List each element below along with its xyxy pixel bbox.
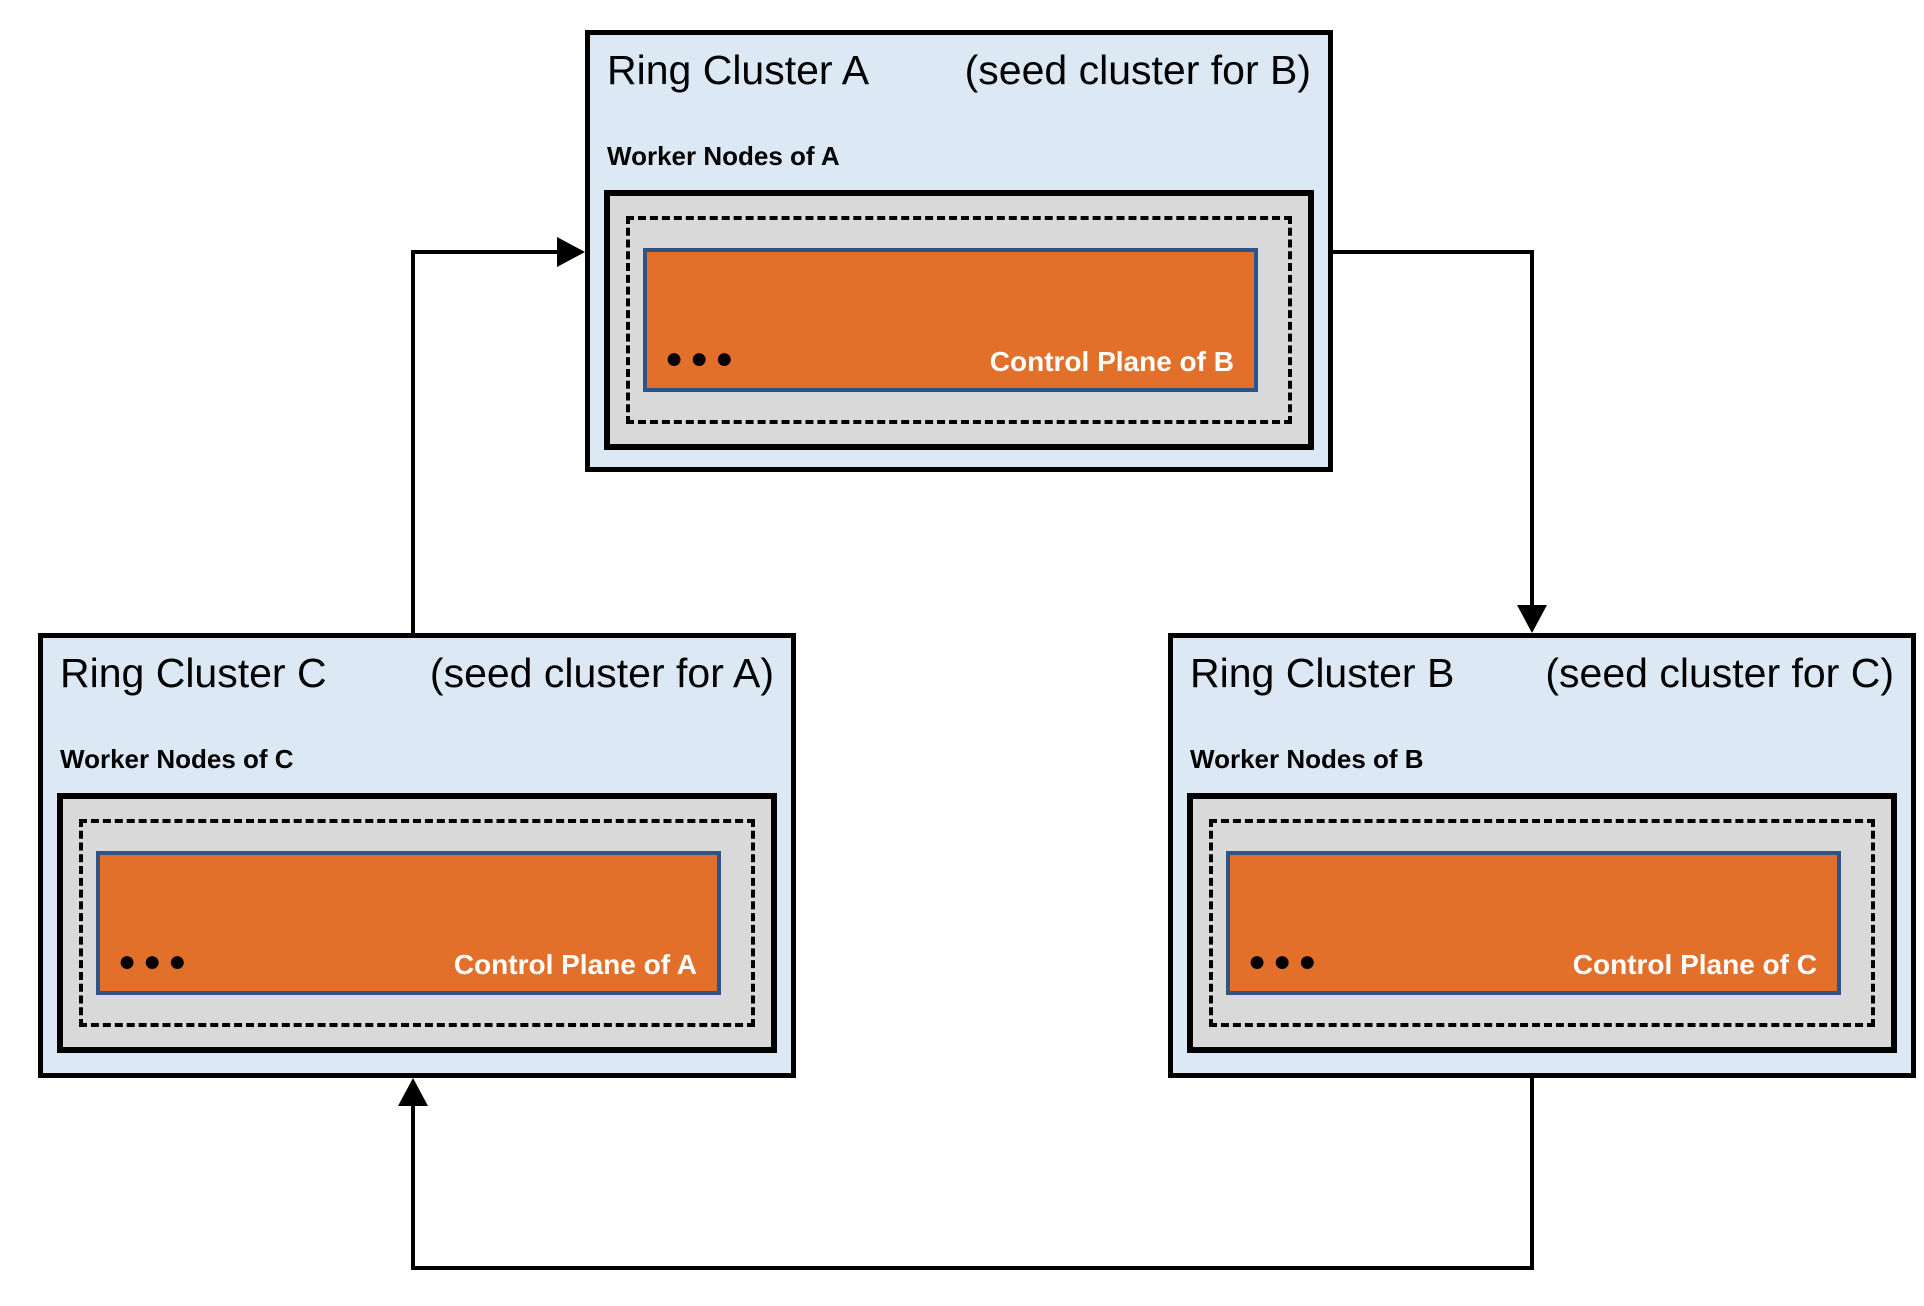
cluster-b-worker-nodes-box: ●●● Control Plane of C [1187, 793, 1897, 1053]
cluster-a-control-plane-box: ●●● Control Plane of B [643, 248, 1258, 392]
cluster-a-worker-nodes-box: ●●● Control Plane of B [604, 190, 1314, 450]
cluster-b-ellipsis-dots: ●●● [1248, 945, 1324, 978]
cluster-b-worker-label: Worker Nodes of B [1190, 744, 1424, 774]
cluster-c-dashed-ring: ●●● Control Plane of A [79, 819, 755, 1027]
arrow-a-to-b-horizontal-segment [1333, 250, 1532, 254]
cluster-b-title-row: Ring Cluster B (seed cluster for C) [1190, 650, 1894, 697]
cluster-b-control-plane-box: ●●● Control Plane of C [1226, 851, 1841, 995]
cluster-c-box: Ring Cluster C (seed cluster for A) Work… [38, 633, 796, 1078]
cluster-a-ellipsis-dots: ●●● [665, 342, 741, 375]
cluster-a-title: Ring Cluster A [607, 47, 870, 93]
cluster-b-box: Ring Cluster B (seed cluster for C) Work… [1168, 633, 1916, 1078]
arrow-a-to-b-arrowhead-icon [1517, 605, 1547, 633]
arrow-b-to-c-horizontal-segment [411, 1266, 1534, 1270]
cluster-b-seed-note: (seed cluster for C) [1545, 650, 1894, 696]
arrow-c-to-a-horizontal-segment [411, 250, 559, 254]
arrow-b-to-c-vertical-segment-to-c [411, 1104, 415, 1270]
arrow-c-to-a-arrowhead-icon [557, 237, 585, 267]
cluster-b-title: Ring Cluster B [1190, 650, 1455, 696]
cluster-c-seed-note: (seed cluster for A) [429, 650, 774, 696]
cluster-c-worker-label: Worker Nodes of C [60, 744, 294, 774]
arrow-a-to-b-vertical-segment [1530, 250, 1534, 607]
cluster-c-ellipsis-dots: ●●● [118, 945, 194, 978]
cluster-a-seed-note: (seed cluster for B) [964, 47, 1311, 93]
cluster-b-dashed-ring: ●●● Control Plane of C [1209, 819, 1875, 1027]
cluster-a-control-plane-label: Control Plane of B [989, 346, 1234, 378]
cluster-a-dashed-ring: ●●● Control Plane of B [626, 216, 1292, 424]
cluster-c-title: Ring Cluster C [60, 650, 327, 696]
cluster-b-control-plane-label: Control Plane of C [1572, 949, 1817, 981]
cluster-c-control-plane-label: Control Plane of A [453, 949, 697, 981]
cluster-a-worker-label: Worker Nodes of A [607, 141, 840, 171]
cluster-c-title-row: Ring Cluster C (seed cluster for A) [60, 650, 774, 697]
cluster-a-title-row: Ring Cluster A (seed cluster for B) [607, 47, 1311, 94]
cluster-a-box: Ring Cluster A (seed cluster for B) Work… [585, 30, 1333, 472]
arrow-c-to-a-vertical-segment [411, 250, 415, 633]
arrow-b-to-c-vertical-segment-from-b [1530, 1078, 1534, 1270]
cluster-c-control-plane-box: ●●● Control Plane of A [96, 851, 721, 995]
cluster-c-worker-nodes-box: ●●● Control Plane of A [57, 793, 777, 1053]
arrow-b-to-c-arrowhead-icon [398, 1078, 428, 1106]
